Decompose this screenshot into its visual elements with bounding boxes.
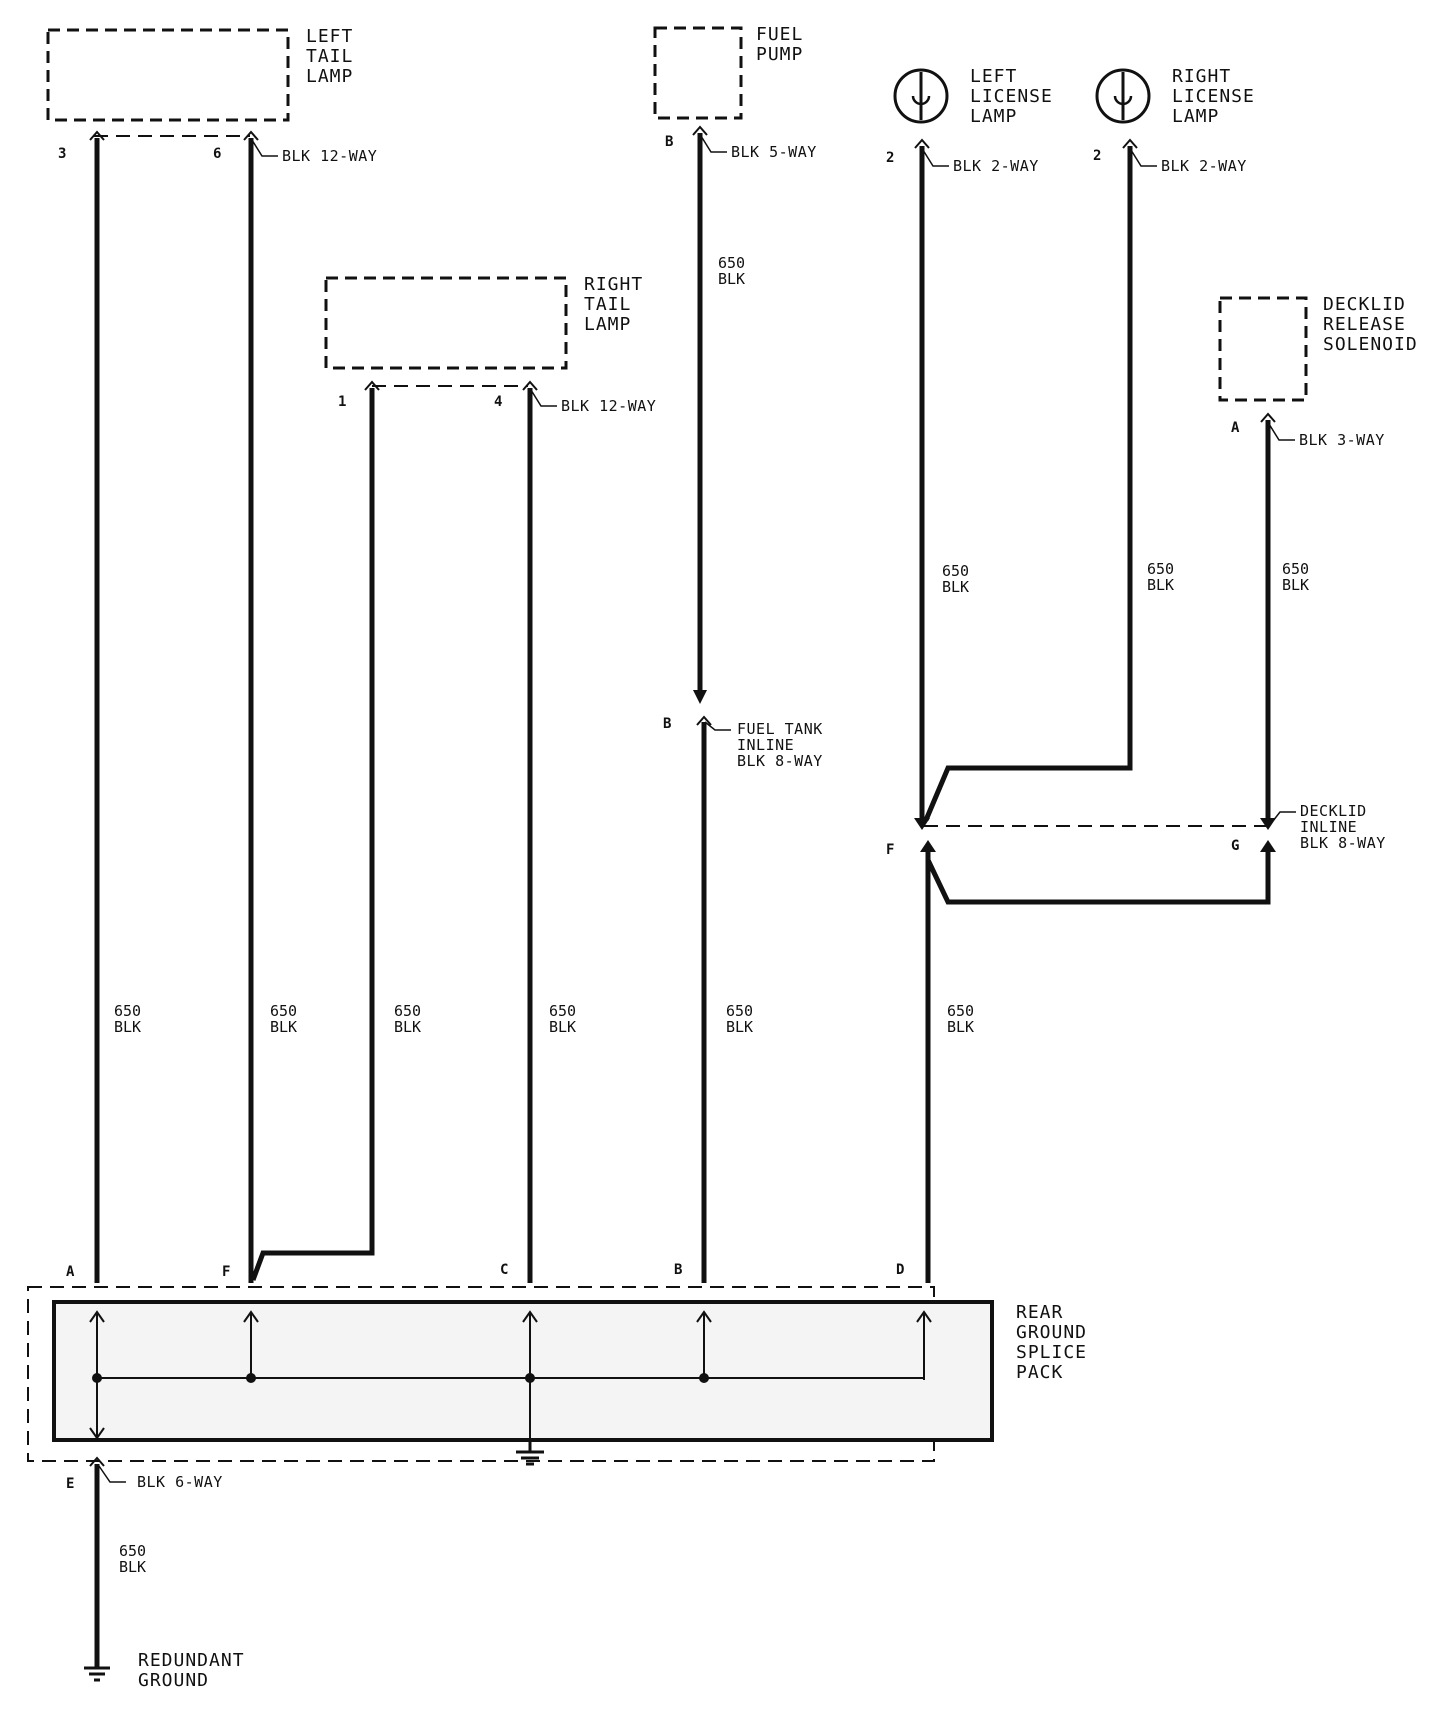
connector-right-license: BLK 2-WAY [1161,157,1247,175]
left-license-lamp-label-1: LEFT [970,66,1017,87]
pin-sp-a: A [66,1264,75,1280]
right-license-bulb-icon [1095,68,1151,124]
connector-fuel-tank-inline-1: FUEL TANK [737,720,823,738]
splice-bus [89,1310,932,1440]
pin-sp-e: E [66,1476,74,1492]
connector-fuel-tank-inline-3: BLK 8-WAY [737,752,823,770]
pin-rt-4: 4 [494,394,502,410]
inline-f-arrow [920,840,936,852]
connector-left-tail: BLK 12-WAY [282,147,377,165]
fuel-pump-inline-arrow [693,690,707,704]
wire-label-color: BLK [726,1018,753,1036]
pin-di-f: F [886,842,894,858]
decklid-solenoid-box [1218,296,1308,402]
right-tail-lamp-box [324,276,568,370]
right-license-lamp-label-2: LICENSE [1172,86,1255,107]
right-license-lamp-label-1: RIGHT [1172,66,1231,87]
wire-label-color: BLK [1282,576,1309,594]
redundant-ground-label-1: REDUNDANT [138,1650,245,1671]
wire-label-color: BLK [947,1018,974,1036]
pin-dk-a: A [1231,420,1240,436]
splice-pack-label-4: PACK [1016,1362,1063,1383]
wire-label-color: BLK [942,578,969,596]
splice-pack-label-2: GROUND [1016,1322,1087,1343]
wire-label-circuit: 650 [1282,560,1309,578]
terminal-e [89,1456,105,1467]
connector-fuel-tank-inline-2: INLINE [737,736,794,754]
decklid-label-1: DECKLID [1323,294,1406,315]
splice-ground-icon [516,1440,544,1466]
wire-label-circuit: 650 [942,562,969,580]
pin-ll-2: 2 [886,150,894,166]
wire-label-circuit: 650 [718,254,745,272]
left-license-lamp-label-2: LICENSE [970,86,1053,107]
connector-splice-bottom: BLK 6-WAY [137,1473,223,1491]
splice-pack-label-3: SPLICE [1016,1342,1087,1363]
pin-sp-d: D [896,1262,904,1278]
pin-lt-6: 6 [213,146,221,162]
fuel-pump-label-2: PUMP [756,44,803,65]
left-license-inline-arrow [914,818,930,830]
wire-label-circuit: 650 [1147,560,1174,578]
wire-label-color: BLK [718,270,745,288]
pin-rl-2: 2 [1093,148,1101,164]
wire-label-circuit: 650 [947,1002,974,1020]
left-license-bulb-icon [893,68,949,124]
connector-right-tail: BLK 12-WAY [561,397,656,415]
wire-label-color: BLK [270,1018,297,1036]
pin-fti-b: B [663,716,671,732]
fuel-pump-box [653,26,743,120]
splice-pack-label-1: REAR [1016,1302,1063,1323]
wire-labels: 650 BLK 650 BLK 650 BLK 650 BLK 650 BLK … [114,254,1309,1576]
pin-di-g: G [1231,838,1239,854]
pin-sp-b: B [674,1262,682,1278]
left-license-lamp-label-3: LAMP [970,106,1017,127]
wire-label-color: BLK [549,1018,576,1036]
redundant-ground-label-2: GROUND [138,1670,209,1691]
connector-decklid: BLK 3-WAY [1299,431,1385,449]
connector-decklid-inline-1: DECKLID [1300,802,1367,820]
fuel-pump-label-1: FUEL [756,24,803,45]
wire-label-circuit: 650 [726,1002,753,1020]
wire-label-color: BLK [394,1018,421,1036]
inline-g-arrow [1260,840,1276,852]
wire-right-tail-1 [250,388,375,1281]
right-tail-lamp-label-2: TAIL [584,294,631,315]
wire-label-circuit: 650 [270,1002,297,1020]
pin-fp-b: B [665,134,673,150]
pin-lt-3: 3 [58,146,66,162]
left-tail-lamp-box [46,28,290,122]
decklid-label-3: SOLENOID [1323,334,1418,355]
left-tail-lamp-label-1: LEFT [306,26,353,47]
decklid-label-2: RELEASE [1323,314,1406,335]
splice-pack-box [52,1300,994,1442]
wire-label-color: BLK [1147,576,1174,594]
terminal-marks [89,125,1276,726]
wire-right-license-2 [923,146,1133,821]
connector-decklid-inline-2: INLINE [1300,818,1357,836]
wire-label-color: BLK [119,1558,146,1576]
wire-label-color: BLK [114,1018,141,1036]
connector-leaders [98,135,1296,1483]
left-tail-lamp-label-2: TAIL [306,46,353,67]
pin-sp-f: F [222,1264,230,1280]
connector-decklid-inline-3: BLK 8-WAY [1300,834,1386,852]
pin-sp-c: C [500,1262,508,1278]
right-tail-lamp-label-1: RIGHT [584,274,643,295]
wire-inline-g-loop [925,850,1271,905]
redundant-ground-icon [84,1666,110,1682]
pin-rt-1: 1 [338,394,346,410]
right-tail-lamp-label-3: LAMP [584,314,631,335]
wire-label-circuit: 650 [114,1002,141,1020]
wire-label-circuit: 650 [119,1542,146,1560]
wire-label-circuit: 650 [394,1002,421,1020]
wire-label-circuit: 650 [549,1002,576,1020]
right-license-lamp-label-3: LAMP [1172,106,1219,127]
connector-fuel-pump: BLK 5-WAY [731,143,817,161]
connector-left-license: BLK 2-WAY [953,157,1039,175]
left-tail-lamp-label-3: LAMP [306,66,353,87]
